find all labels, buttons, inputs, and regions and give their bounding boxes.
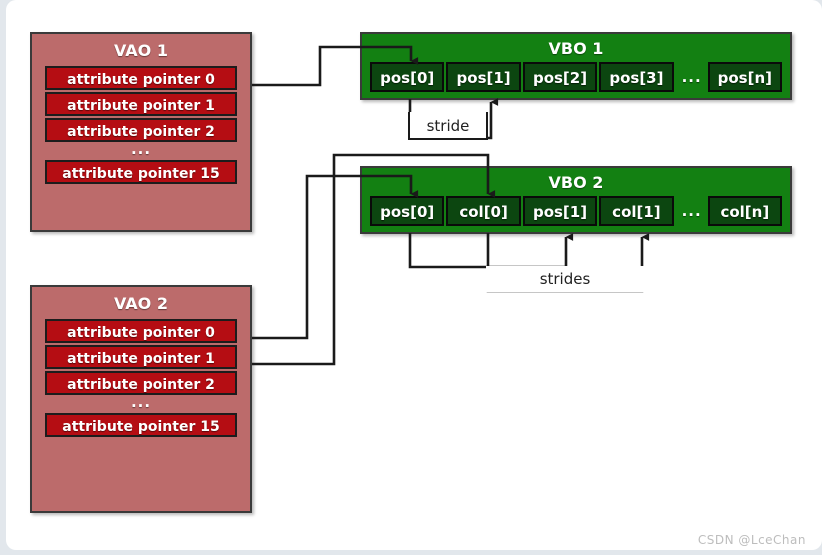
- vbo-1-ellipsis: ...: [681, 68, 702, 86]
- vbo-1-cells: pos[0] pos[1] pos[2] pos[3] ... pos[n]: [362, 62, 790, 92]
- vao-1-block: VAO 1 attribute pointer 0 attribute poin…: [30, 32, 252, 232]
- vao-1-attribute-pointer-0[interactable]: attribute pointer 0: [45, 66, 237, 90]
- vao-2-attribute-pointer-1[interactable]: attribute pointer 1: [45, 345, 237, 369]
- vbo-2-cell-pos1[interactable]: pos[1]: [522, 196, 598, 226]
- vao-2-attribute-pointer-0[interactable]: attribute pointer 0: [45, 319, 237, 343]
- vbo-1-cell-pos2[interactable]: pos[2]: [522, 62, 598, 92]
- vao-1-title: VAO 1: [114, 41, 168, 60]
- vbo-2-cell-col1[interactable]: col[1]: [599, 196, 674, 226]
- vao-1-ellipsis: ...: [130, 140, 152, 158]
- vao-1-attribute-pointer-2[interactable]: attribute pointer 2: [45, 118, 237, 142]
- vbo-2-ellipsis: ...: [681, 202, 702, 220]
- vbo-1-cell-posn[interactable]: pos[n]: [707, 62, 783, 92]
- vao-1-attribute-pointer-1[interactable]: attribute pointer 1: [45, 92, 237, 116]
- vbo-1-cell-pos0[interactable]: pos[0]: [370, 62, 445, 92]
- vbo-2-cells: pos[0] col[0] pos[1] col[1] ... col[n]: [362, 196, 790, 226]
- vao-2-attribute-pointer-15[interactable]: attribute pointer 15: [45, 413, 237, 437]
- vbo-2-cell-pos0[interactable]: pos[0]: [370, 196, 445, 226]
- vbo-1-title: VBO 1: [548, 39, 604, 58]
- vao-2-ellipsis: ...: [130, 393, 152, 411]
- vbo-1-cell-pos1[interactable]: pos[1]: [446, 62, 521, 92]
- vao-1-attribute-pointer-15[interactable]: attribute pointer 15: [45, 160, 237, 184]
- vbo-2-strides-label: strides: [486, 266, 644, 292]
- vao-2-block: VAO 2 attribute pointer 0 attribute poin…: [30, 285, 252, 513]
- vao-2-title: VAO 2: [114, 294, 168, 313]
- vbo-2-cell-col0[interactable]: col[0]: [446, 196, 521, 226]
- vbo-1-cell-pos3[interactable]: pos[3]: [599, 62, 674, 92]
- vbo-1-block: VBO 1 pos[0] pos[1] pos[2] pos[3] ... po…: [360, 32, 792, 100]
- vbo-1-stride-label: stride: [408, 112, 488, 140]
- vbo-2-cell-coln[interactable]: col[n]: [707, 196, 783, 226]
- vbo-2-block: VBO 2 pos[0] col[0] pos[1] col[1] ... co…: [360, 166, 792, 234]
- vao-2-attribute-pointer-2[interactable]: attribute pointer 2: [45, 371, 237, 395]
- watermark: CSDN @LceChan: [697, 533, 806, 547]
- vbo-2-title: VBO 2: [548, 173, 604, 192]
